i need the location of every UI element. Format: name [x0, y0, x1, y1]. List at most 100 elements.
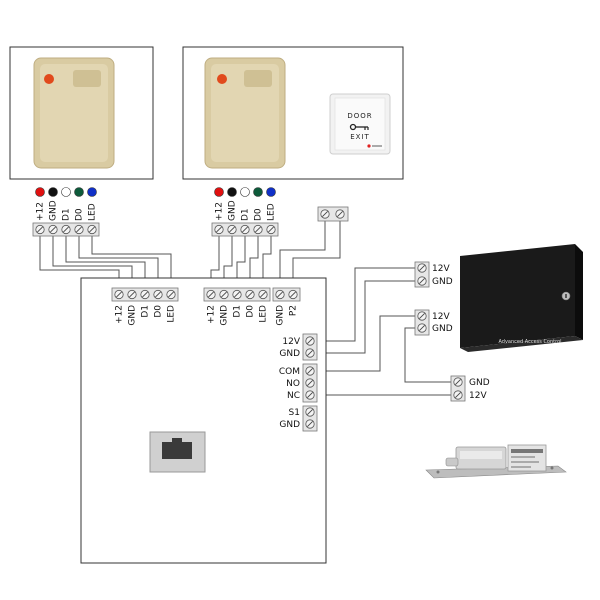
- terminal-screw-icon: [166, 289, 176, 300]
- pin-label: D1: [62, 208, 72, 221]
- exit-button: DOOR EXIT: [329, 93, 391, 155]
- terminal-screw-icon: [305, 390, 315, 400]
- terminal-label: LED: [167, 305, 177, 323]
- terminal-screw-icon: [266, 224, 276, 235]
- terminal-screw-icon: [305, 366, 315, 376]
- terminal-screw-icon: [417, 263, 427, 273]
- card-reader-1: [33, 57, 115, 169]
- terminal-screw-icon: [305, 407, 315, 417]
- terminal-screw-icon: [305, 348, 315, 358]
- power-supply-box: Advanced Access Control: [460, 244, 583, 352]
- terminal-screw-icon: [453, 390, 463, 400]
- terminal-screw-icon: [275, 289, 285, 300]
- controller-board: [80, 277, 327, 564]
- psu-input-terminal: [414, 261, 430, 288]
- reader2-wire-colors: [214, 187, 276, 197]
- terminal-label: 12V: [282, 337, 300, 347]
- card-reader-2: [204, 57, 286, 169]
- terminal-label: D0: [246, 305, 256, 318]
- terminal-screw-icon: [87, 224, 97, 235]
- terminal-screw-icon: [114, 289, 124, 300]
- board-reader1-terminal: [111, 287, 179, 302]
- terminal-screw-icon: [305, 419, 315, 429]
- wire-color-dot: [227, 187, 237, 197]
- wire-color-dot: [74, 187, 84, 197]
- terminal-label: GND: [279, 349, 300, 359]
- terminal-label: GND: [276, 305, 286, 326]
- terminal-screw-icon: [232, 289, 242, 300]
- psu-output-terminal: [414, 309, 430, 336]
- wire-color-dot: [48, 187, 58, 197]
- terminal-screw-icon: [214, 224, 224, 235]
- terminal-screw-icon: [320, 209, 330, 219]
- terminal-screw-icon: [288, 289, 298, 300]
- terminal-label: COM: [279, 367, 300, 377]
- terminal-label: P2: [289, 305, 299, 316]
- terminal-screw-icon: [206, 289, 216, 300]
- reader2-terminal-block: [211, 222, 279, 237]
- pin-label: +12: [36, 202, 46, 221]
- board-sensor-terminal: [302, 405, 318, 432]
- terminal-screw-icon: [140, 289, 150, 300]
- terminal-label: NC: [287, 391, 300, 401]
- reader1-wire-colors: [35, 187, 97, 197]
- terminal-screw-icon: [335, 209, 345, 219]
- terminal-label: 12V: [432, 312, 450, 322]
- wire-color-dot: [35, 187, 45, 197]
- lock-terminal: [450, 375, 466, 402]
- pin-label: D0: [75, 208, 85, 221]
- psu-output-labels: 12V GND: [432, 312, 453, 334]
- exit-button-exit-text: EXIT: [350, 133, 370, 141]
- terminal-label: 12V: [469, 391, 487, 401]
- terminal-label: LED: [259, 305, 269, 323]
- pin-label: D0: [254, 208, 264, 221]
- terminal-screw-icon: [305, 336, 315, 346]
- wire-color-dot: [240, 187, 250, 197]
- terminal-screw-icon: [61, 224, 71, 235]
- terminal-screw-icon: [417, 276, 427, 286]
- terminal-label: GND: [220, 305, 230, 326]
- terminal-label: D1: [233, 305, 243, 318]
- terminal-label: GND: [432, 324, 453, 334]
- terminal-label: NO: [286, 379, 300, 389]
- terminal-screw-icon: [35, 224, 45, 235]
- terminal-screw-icon: [219, 289, 229, 300]
- wire-color-dot: [266, 187, 276, 197]
- electric-bolt-lock: [425, 444, 567, 479]
- pin-label: +12: [215, 202, 225, 221]
- terminal-screw-icon: [153, 289, 163, 300]
- reader-led-icon: [217, 74, 227, 84]
- pin-label: GND: [49, 200, 59, 221]
- terminal-screw-icon: [258, 289, 268, 300]
- key-icon: [349, 123, 369, 131]
- pin-label: LED: [88, 203, 98, 221]
- wire-color-dot: [253, 187, 263, 197]
- pin-label: D1: [241, 208, 251, 221]
- terminal-screw-icon: [240, 224, 250, 235]
- terminal-screw-icon: [48, 224, 58, 235]
- board-relay-labels: COM NO NC: [279, 367, 300, 401]
- terminal-screw-icon: [453, 377, 463, 387]
- pin-label: LED: [267, 203, 277, 221]
- terminal-label: GND: [432, 277, 453, 287]
- wire-color-dot: [61, 187, 71, 197]
- terminal-screw-icon: [74, 224, 84, 235]
- board-power-terminal: [302, 333, 318, 361]
- terminal-label: +12: [115, 305, 125, 324]
- reader-led-icon: [44, 74, 54, 84]
- terminal-screw-icon: [253, 224, 263, 235]
- terminal-label: D0: [154, 305, 164, 318]
- board-exit-terminal: [272, 287, 301, 302]
- terminal-screw-icon: [245, 289, 255, 300]
- terminal-screw-icon: [417, 311, 427, 321]
- wire-color-dot: [87, 187, 97, 197]
